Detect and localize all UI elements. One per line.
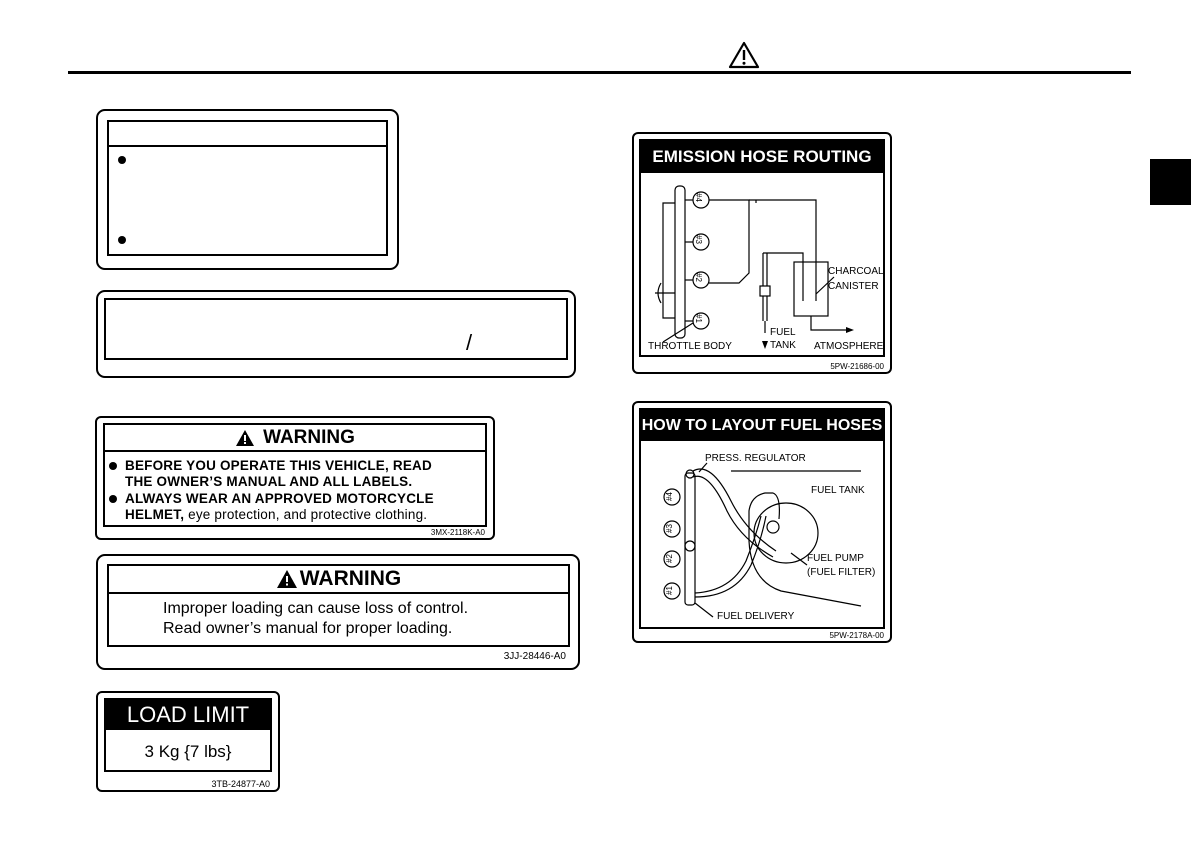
fuel-pump-2: (FUEL FILTER) [807, 567, 876, 578]
bullet-1 [118, 156, 126, 164]
label-header-line [109, 145, 386, 147]
warning-label-2-inner: WARNING Improper loading can cause loss … [107, 564, 570, 647]
emission-diagram [655, 185, 854, 349]
fuel-cyl4: #4 [664, 492, 674, 501]
fuel-press-regulator: PRESS. REGULATOR [705, 453, 806, 464]
emission-atmosphere: ATMOSPHERE [814, 341, 884, 352]
label-inner [107, 120, 388, 256]
emission-charcoal-1: CHARCOAL [828, 266, 884, 277]
fuel-pump-1: FUEL PUMP [807, 553, 864, 564]
fuel-cyl2: #2 [664, 554, 674, 563]
blank-bullet-label [96, 109, 399, 270]
load-limit-inner: LOAD LIMIT 3 Kg {7 lbs} [104, 698, 272, 772]
emission-inner: EMISSION HOSE ROUTING [639, 139, 885, 357]
warning-1-line2a: ALWAYS WEAR AN APPROVED MOTORCYCLE [125, 491, 434, 506]
warning-1-line1a: BEFORE YOU OPERATE THIS VEHICLE, READ [125, 458, 432, 473]
warning-1-bullet-1 [109, 462, 117, 470]
warning-1-line1b: THE OWNER’S MANUAL AND ALL LABELS. [125, 474, 413, 489]
caution-icon [728, 41, 760, 69]
emission-throttle: THROTTLE BODY [648, 341, 732, 352]
warning-triangle-icon [236, 429, 255, 446]
warning-1-line1: BEFORE YOU OPERATE THIS VEHICLE, READ TH… [109, 458, 485, 490]
emission-cyl1: #1 [693, 314, 703, 323]
header-rule [68, 71, 1131, 74]
emission-title: EMISSION HOSE ROUTING [641, 141, 883, 173]
warning-2-line1: Improper loading can cause loss of contr… [163, 600, 469, 617]
fuel-hoses-code: 5PW-2178A-00 [829, 631, 884, 640]
emission-cyl4: #4 [693, 193, 703, 202]
emission-cyl3: #3 [693, 235, 703, 244]
warning-2-code: 3JJ-28446-A0 [503, 651, 566, 662]
load-limit-label: LOAD LIMIT 3 Kg {7 lbs} 3TB-24877-A0 [96, 691, 280, 792]
load-limit-title: LOAD LIMIT [106, 700, 270, 730]
warning-1-title: WARNING [263, 426, 355, 448]
slash-text: / [466, 330, 473, 355]
warning-triangle-icon [276, 570, 297, 588]
fuel-cyl1: #1 [664, 586, 674, 595]
emission-cyl2: #2 [693, 273, 703, 282]
warning-1-line2: ALWAYS WEAR AN APPROVED MOTORCYCLE HELME… [109, 491, 485, 523]
fuel-hoses-diagram [663, 462, 862, 618]
warning-1-code: 3MX-2118K-A0 [430, 528, 485, 537]
warning-2-title: WARNING [299, 567, 402, 590]
warning-1-bullet-2 [109, 495, 117, 503]
emission-code: 5PW-21686-00 [830, 362, 884, 371]
section-tab [1150, 159, 1191, 205]
fuel-hoses-inner: HOW TO LAYOUT FUEL HOSES [639, 408, 885, 629]
warning-label-1-inner: WARNING BEFORE YOU OPERATE THIS VEHICLE,… [103, 423, 487, 527]
warning-1-protection: eye protection, and protective clothing. [184, 507, 428, 522]
fuel-tank: FUEL TANK [811, 485, 865, 496]
warning-1-header: WARNING [105, 425, 485, 452]
load-limit-code: 3TB-24877-A0 [211, 779, 270, 789]
fuel-hoses-title: HOW TO LAYOUT FUEL HOSES [641, 410, 883, 441]
bullet-2 [118, 236, 126, 244]
warning-label-2: WARNING Improper loading can cause loss … [96, 554, 580, 670]
fuel-cyl3: #3 [664, 524, 674, 533]
fuel-delivery: FUEL DELIVERY [717, 611, 795, 622]
warning-2-line2: Read owner’s manual for proper loading. [163, 620, 453, 637]
warning-1-helmet: HELMET, [125, 507, 185, 522]
warning-2-header: WARNING [109, 566, 568, 594]
warning-label-1: WARNING BEFORE YOU OPERATE THIS VEHICLE,… [95, 416, 495, 540]
slash-label: / [96, 290, 576, 378]
emission-fuel-1: FUEL [770, 327, 796, 338]
fuel-hoses-label: HOW TO LAYOUT FUEL HOSES [632, 401, 892, 643]
slash-label-inner: / [104, 298, 568, 360]
emission-fuel-2: TANK [770, 340, 796, 351]
emission-hose-label: EMISSION HOSE ROUTING [632, 132, 892, 374]
load-limit-value: 3 Kg {7 lbs} [144, 742, 232, 761]
emission-charcoal-2: CANISTER [828, 281, 879, 292]
warning-2-body: Improper loading can cause loss of contr… [163, 599, 468, 639]
